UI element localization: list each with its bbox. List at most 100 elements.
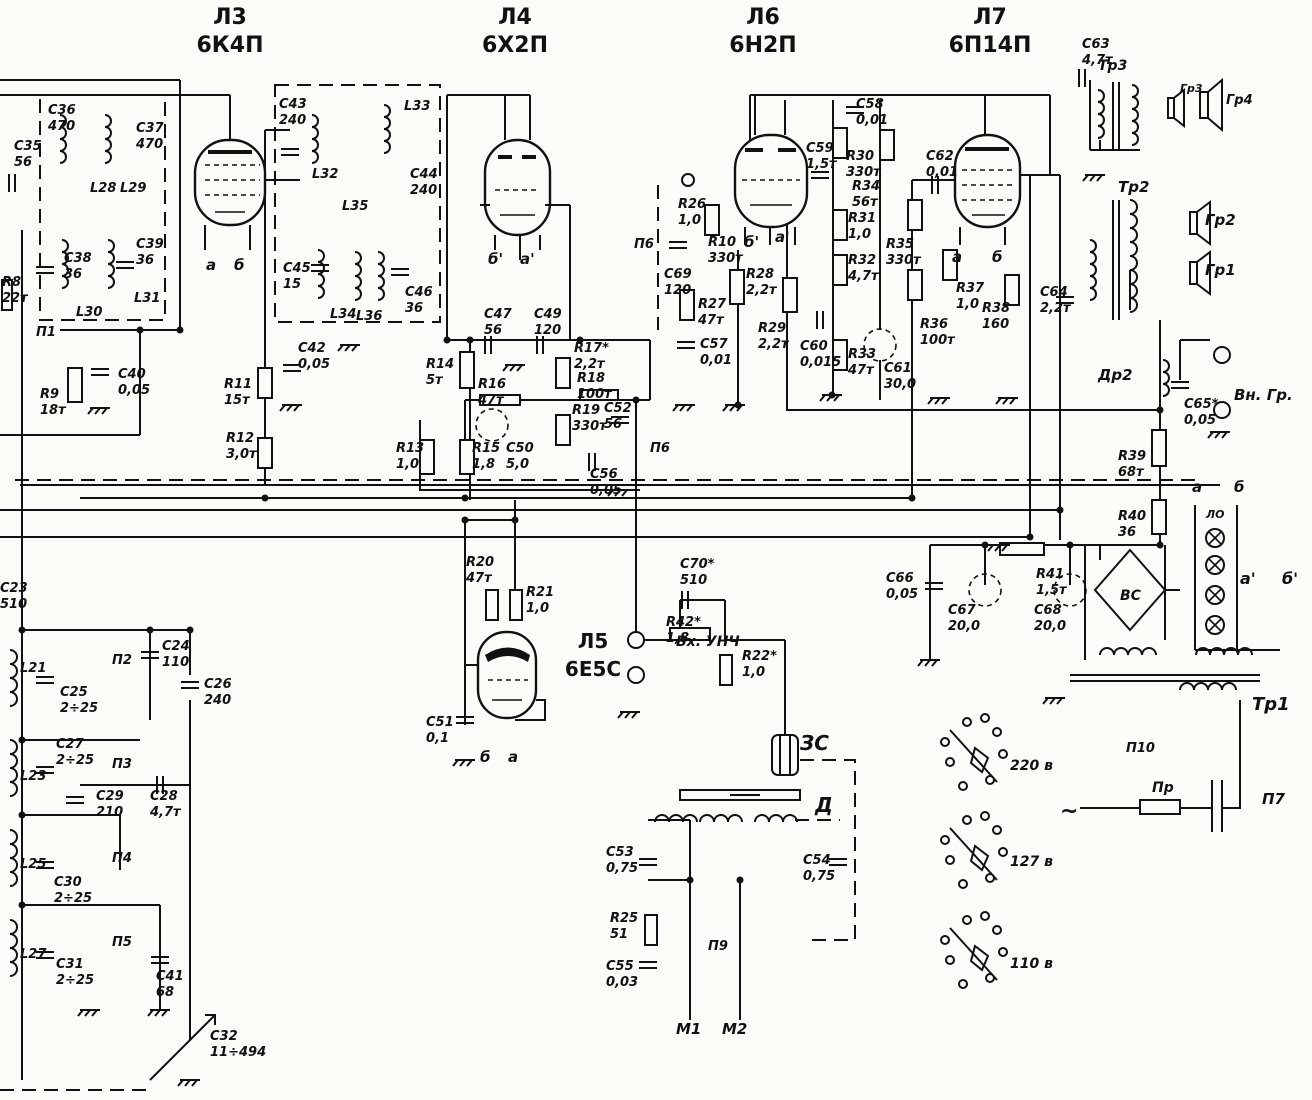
voltage-selector-1[interactable] [940,811,1008,889]
label-l28: L28 [90,181,116,196]
capacitors [8,69,1189,969]
value-r15: 1,8 [472,457,495,472]
label-p10-16: П10 [1126,741,1155,756]
pilot-lamp-2 [1205,585,1225,605]
value-с25: 2÷25 [60,701,98,716]
value-r40: 36 [1118,525,1136,540]
coil-6 [317,249,325,299]
label-l27-47: L27 [20,947,47,962]
ground-12 [177,1079,200,1087]
resistor-26 [907,269,923,301]
resistor-8 [555,414,571,446]
label-r10: R10 [708,235,736,250]
label-с45: С45 [283,261,311,276]
capacitor-5 [611,416,629,424]
label-gr1-3: Гр1 [1205,261,1236,279]
tube-l5-symbol [476,630,546,721]
value-r14: 5т [426,373,444,388]
tube-l7-type: 6П14П [949,33,1032,58]
ground-0 [87,407,110,415]
value-с29: 210 [96,805,123,820]
resistor-17 [679,289,695,321]
resistor-7 [579,389,619,401]
capacitor-26 [36,266,54,274]
label-m1-25: М1 [676,1020,701,1038]
terminals [627,173,1231,684]
capacitor-8 [677,341,695,349]
value-r18: 100т [577,387,613,402]
value-с44: 240 [410,183,437,198]
value-с57: 0,01 [700,353,732,368]
label-tr1-0: Тр1 [1252,694,1290,715]
coil-10 [9,739,18,797]
junction-20 [1156,541,1164,549]
value-r31: 1,0 [848,227,871,242]
label-r25: R25 [610,911,638,926]
terminal-ext-speaker-2[interactable] [1213,401,1231,419]
label-r14: R14 [426,357,454,372]
capacitor-20 [151,956,169,964]
value-с27: 2÷25 [56,753,94,768]
capacitor-31 [811,171,829,179]
junction-13 [632,396,640,404]
ground-10 [452,759,475,767]
resistor-6 [555,357,571,389]
resistor-1 [67,367,83,403]
label-gr2-4: Гр2 [1205,211,1236,229]
resistor-31 [999,542,1045,556]
label-l36: L36 [356,309,382,324]
coil-19 [1179,682,1237,691]
value-с49: 120 [534,323,561,338]
value-с63: 4,7т [1081,53,1114,68]
value-r19: 330т [572,419,608,434]
terminal-vx-unch-1[interactable] [627,631,645,649]
label-p2-20: П2 [112,653,132,668]
value-с46: 36 [405,301,423,316]
label-r26: R26 [678,197,706,212]
tube-l4-symbol [480,95,552,260]
tube-l7-symbol [953,95,1022,245]
label-b-35: б [992,248,1002,266]
terminal-pickup[interactable] [681,173,695,187]
label-l30: L30 [76,305,102,320]
value-r34: 56т [852,195,879,210]
value-с32: 11÷494 [210,1045,266,1060]
coil-15 [1089,239,1097,301]
ground-8 [995,397,1018,405]
resistor-4 [459,351,475,389]
value-r25: 51 [610,927,628,942]
value-r27: 47т [697,313,725,328]
coil-17 [1162,359,1170,397]
label-r41: R41 [1036,567,1064,582]
terminal-vx-unch-2[interactable] [627,666,645,684]
voltage-selector-0[interactable] [940,713,1008,791]
label-r16: R16 [478,377,506,392]
junction-6 [261,494,269,502]
label-с52: С52 [604,401,632,416]
label-gr4-6: Гр4 [1226,93,1253,108]
resistor-18 [729,269,745,305]
capacitor-3 [484,336,492,354]
label-с58: С58 [856,97,884,112]
value-r29: 2,2т [758,337,790,352]
voltage-selector-2[interactable] [940,911,1008,989]
capacitor-18 [66,796,84,804]
shield-frames [39,84,659,330]
label-r31: R31 [848,211,876,226]
capacitor-9 [816,311,824,329]
value-с53: 0,75 [606,861,638,876]
capacitor-4 [536,336,544,354]
junction-12 [576,336,584,344]
electrolytic-ring-2 [863,328,897,362]
label-vx-unch-13: Вх. УНЧ [676,634,740,650]
terminal-ext-speaker-1[interactable] [1213,346,1231,364]
coil-8 [377,251,385,301]
value-с66: 0,05 [886,587,918,602]
value-с62: 0,01 [926,165,958,180]
value-с52: 56 [604,417,622,432]
capacitor-0 [8,174,16,192]
resistor-12 [509,589,523,621]
capacitor-14 [1078,69,1086,87]
value-r8: 22т [2,291,29,306]
